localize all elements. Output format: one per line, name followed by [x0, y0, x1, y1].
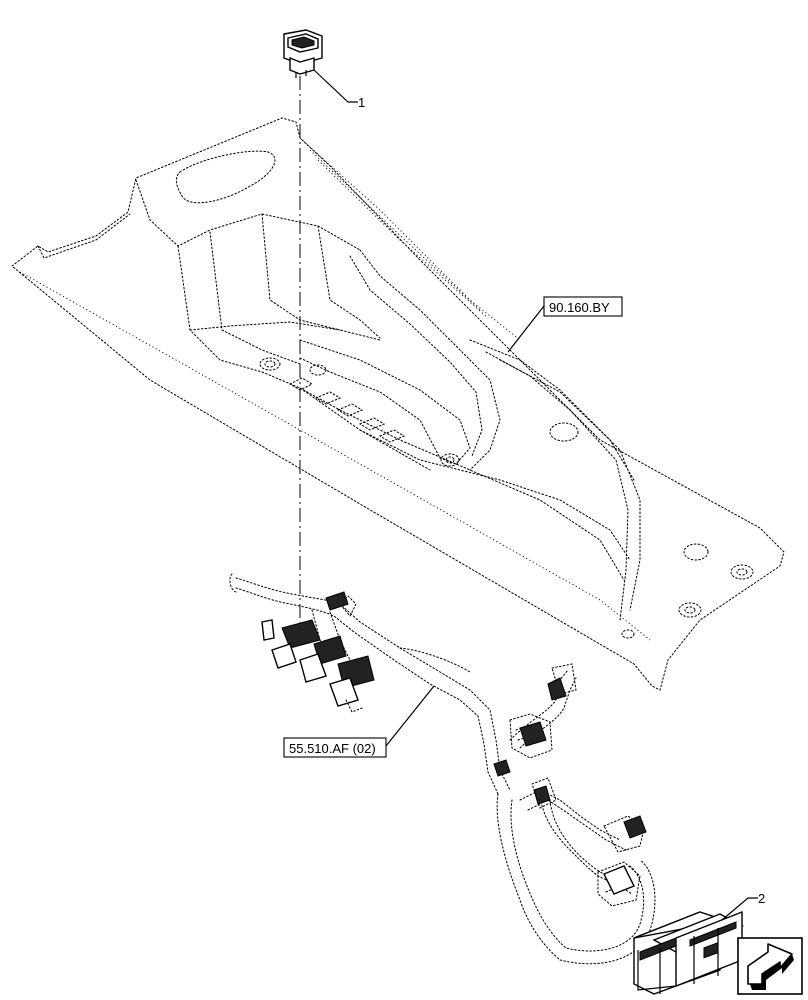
center-console [11, 117, 785, 691]
callout-item-1[interactable]: 1 [358, 95, 365, 110]
kit-box-icon[interactable] [633, 910, 745, 995]
leader-console-ref [507, 305, 545, 353]
reference-harness-label: 55.510.AF (02) [289, 741, 376, 756]
callout-item-2[interactable]: 2 [758, 891, 765, 906]
harness-connectors [261, 591, 647, 895]
reference-box-harness[interactable]: 55.510.AF (02) [283, 737, 387, 758]
nav-arrow-icon[interactable] [737, 937, 803, 995]
reference-box-console[interactable]: 90.160.BY [543, 296, 623, 317]
reference-console-label: 90.160.BY [549, 300, 610, 315]
leader-harness-ref [385, 685, 435, 747]
leader-item-2 [721, 897, 758, 921]
rocker-switch[interactable] [283, 29, 323, 78]
leader-item-1 [313, 69, 358, 103]
